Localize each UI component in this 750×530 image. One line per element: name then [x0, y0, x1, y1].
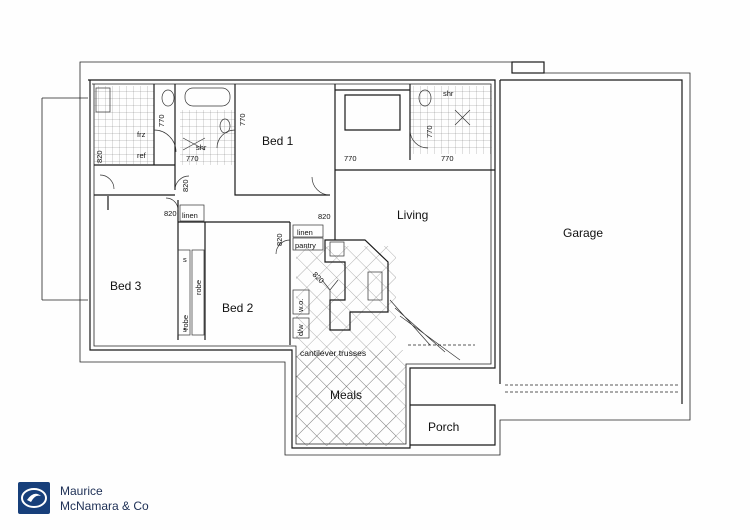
- linen-label-1: linen: [182, 211, 198, 220]
- dim-770-b: 770: [186, 154, 199, 163]
- room-bed3-label: Bed 3: [110, 279, 142, 293]
- robe-bed2: [191, 249, 205, 336]
- linen-cupboard-2: [292, 224, 324, 238]
- bath2-tiles: [410, 86, 492, 154]
- dim-770-c: 770: [238, 113, 247, 126]
- robe-label-1: robe: [194, 280, 203, 295]
- cantilever-label: cantilever trusses: [300, 348, 366, 358]
- dim-820-b: 820: [181, 179, 190, 192]
- pantry-label: pantry: [295, 241, 316, 250]
- dishwasher: [292, 317, 310, 339]
- interior-walls: [94, 84, 495, 345]
- shr-label-1: shr: [196, 143, 207, 152]
- robe-label-2: robe: [181, 315, 190, 330]
- ref-label: ref: [137, 151, 147, 160]
- agency-name-line2: McNamara & Co: [60, 499, 149, 513]
- kitchen-arrow: [321, 279, 339, 300]
- agency-logo-mark: [18, 482, 50, 514]
- agency-name-line1: Maurice: [60, 484, 103, 498]
- toilet-3: [418, 89, 432, 107]
- chimney: [511, 61, 545, 74]
- house-outer-wall: [88, 79, 496, 449]
- dw-label: d/w: [296, 324, 305, 336]
- bathtub: [184, 87, 231, 107]
- dim-820-e: 820: [318, 212, 331, 221]
- cooktop: [329, 241, 345, 257]
- wall-oven: [292, 289, 310, 315]
- room-bed2-label: Bed 2: [222, 301, 254, 315]
- room-garage-label: Garage: [563, 226, 603, 240]
- sink: [367, 271, 383, 301]
- side-path: [41, 97, 88, 301]
- room-bed1-label: Bed 1: [262, 134, 294, 148]
- porch-wall: [410, 404, 496, 446]
- shr-label-2: shr: [443, 89, 454, 98]
- agency-logo: Maurice McNamara & Co: [18, 482, 178, 514]
- dim-820-a: 820: [95, 150, 104, 163]
- kitchen-bench: [324, 239, 389, 331]
- room-porch-label: Porch: [428, 420, 459, 434]
- linen-cupboard: [179, 204, 205, 222]
- garage-walls: [499, 79, 683, 404]
- cantilever-pointers: [389, 299, 461, 361]
- vanity: [95, 87, 111, 113]
- room-living-label: Living: [397, 208, 428, 222]
- wo-label: w.o.: [296, 299, 305, 313]
- s-label-1: s: [183, 255, 187, 264]
- meals-tiles: [296, 350, 406, 444]
- toilet: [161, 89, 175, 107]
- shower-cross-2: [182, 137, 206, 151]
- room-meals-label: Meals: [330, 388, 362, 402]
- linen-label-2: linen: [297, 228, 313, 237]
- shower-cross: [454, 109, 471, 126]
- dim-770-a: 770: [157, 114, 166, 127]
- dim-820-d: 820: [275, 233, 284, 246]
- frz-label: frz: [137, 130, 146, 139]
- robe-bed3: [177, 249, 191, 336]
- door-swings: [99, 129, 429, 255]
- s-label-2: s: [183, 325, 187, 334]
- bathroom-tiles: [94, 86, 154, 164]
- dim-820-c: 820: [164, 209, 177, 218]
- dim-770-e: 770: [425, 125, 434, 138]
- garage-door: [505, 384, 680, 393]
- dim-770-f: 770: [441, 154, 454, 163]
- dim-770-d: 770: [344, 154, 357, 163]
